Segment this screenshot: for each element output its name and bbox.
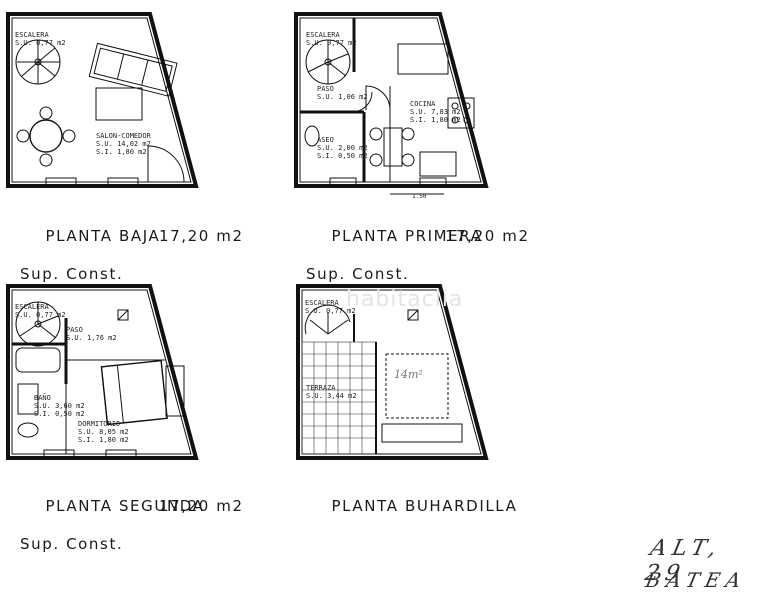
room-area: S.U. 7,83 m2 [410,108,461,116]
handwritten-area: 14m² [394,368,423,381]
room-area: S.U. 0,77 m2 [15,39,66,47]
room-area: S.I. 0,50 m2 [34,410,85,418]
handwritten-note-line2: BATEA [643,568,749,592]
room-area: S.U. 1,76 m2 [66,334,117,342]
door-arc [365,85,391,111]
room-name: BAÑO [34,393,51,402]
room-area: S.U. 3,44 m2 [306,392,357,400]
room-name: PASO [66,326,83,334]
chimney [407,309,419,321]
watermark: habitaclia [346,287,463,312]
window [419,177,447,187]
room-area: S.I. 1,80 m2 [410,116,461,124]
sup-const-label: Sup. Const. [20,265,124,283]
toilet [17,422,39,438]
plan-planta-baja: ESCALERA S.U. 0,77 m2 SALON-COMEDOR S.U.… [6,12,199,188]
sup-const-value: 17,20 m2 [159,497,244,515]
caption-planta-baja: PLANTA BAJA Sup. Const. 17,20 m2 [20,208,242,341]
window [105,449,137,459]
outer-wall [296,284,489,460]
plan-planta-buhardilla: 14m² habitaclia ESCALERA S.U. 0,77 m2 TE… [296,284,489,460]
window [43,449,75,459]
room-name: ASEO [317,136,334,144]
dining-table [369,127,415,167]
room-area: S.U. 1,06 m2 [317,93,368,101]
room-area: S.I. 1,80 m2 [96,148,147,156]
plan-planta-segunda: ESCALERA S.U. 0,77 m2 PASO S.U. 1,76 m2 … [6,284,199,460]
sup-const-label: Sup. Const. [20,535,124,553]
caption-planta-buhardilla: PLANTA BUHARDILLA [306,478,517,535]
room-area: S.U. 0,77 m2 [15,311,66,319]
toilet [304,125,320,147]
caption-planta-segunda: PLANTA SEGUNDA Sup. Const. 17,20 m2 [20,478,242,611]
room-name: ESCALERA [305,299,340,307]
dimension-label: 1.50 [412,193,427,200]
door-arc [351,91,373,113]
terrace-tiles [301,341,377,455]
spiral-stair [15,39,61,85]
wardrobe [165,365,185,417]
sofa [88,42,178,97]
sup-const-label: Sup. Const. [306,265,410,283]
spiral-stair [305,39,351,85]
room-area: S.U. 2,00 m2 [317,144,368,152]
outer-wall [6,284,199,460]
room-area: S.U. 14,02 m2 [96,140,151,148]
room-name: SALON-COMEDOR [96,132,152,140]
room-name: DORMITORIO [78,420,120,428]
room-name: COCINA [410,100,436,108]
inner-wall [299,17,482,183]
sup-const-value: 17,20 m2 [445,227,530,245]
bench [381,423,463,443]
window [45,177,77,187]
room-area: S.I. 1,80 m2 [78,436,129,444]
plan-title: PLANTA SEGUNDA [45,497,205,515]
inner-wall [11,289,192,455]
room-area: S.U. 3,60 m2 [34,402,85,410]
outer-wall [6,12,199,188]
cooktop [447,97,475,129]
window [329,177,357,187]
dashed-outline [385,353,449,419]
spiral-stair [15,301,61,347]
room-area: S.U. 0,77 m2 [306,39,357,47]
room-name: ESCALERA [15,31,50,39]
room-name: TERRAZA [306,384,336,392]
plan-title: PLANTA PRIMERA [331,227,483,245]
room-area: S.U. 0,77 m2 [305,307,356,315]
room-area: S.I. 0,50 m2 [317,152,368,160]
spiral-stair [304,304,355,342]
coffee-table [95,87,143,121]
plan-planta-primera: 1.50 ESCALERA S.U. 0,77 m2 PASO S.U. 1,0… [294,12,489,200]
washbasin [17,383,39,415]
room-area: S.U. 8,05 m2 [78,428,129,436]
chimney [117,309,129,321]
room-name: ESCALERA [306,31,341,39]
caption-planta-primera: PLANTA PRIMERA Sup. Const. 17,20 m2 [306,208,528,341]
sup-const-value: 17,20 m2 [159,227,244,245]
plan-title: PLANTA BUHARDILLA [331,497,518,515]
room-name: ESCALERA [15,303,50,311]
plan-title: PLANTA BAJA [45,227,161,245]
dining-table [16,106,76,167]
kitchen-counter [397,43,449,75]
sink [419,151,457,177]
window [107,177,139,187]
door-arc [147,145,185,183]
bed [100,359,168,426]
bathtub [15,347,61,373]
room-name: PASO [317,85,334,93]
inner-wall [11,17,192,183]
outer-wall [294,12,489,188]
